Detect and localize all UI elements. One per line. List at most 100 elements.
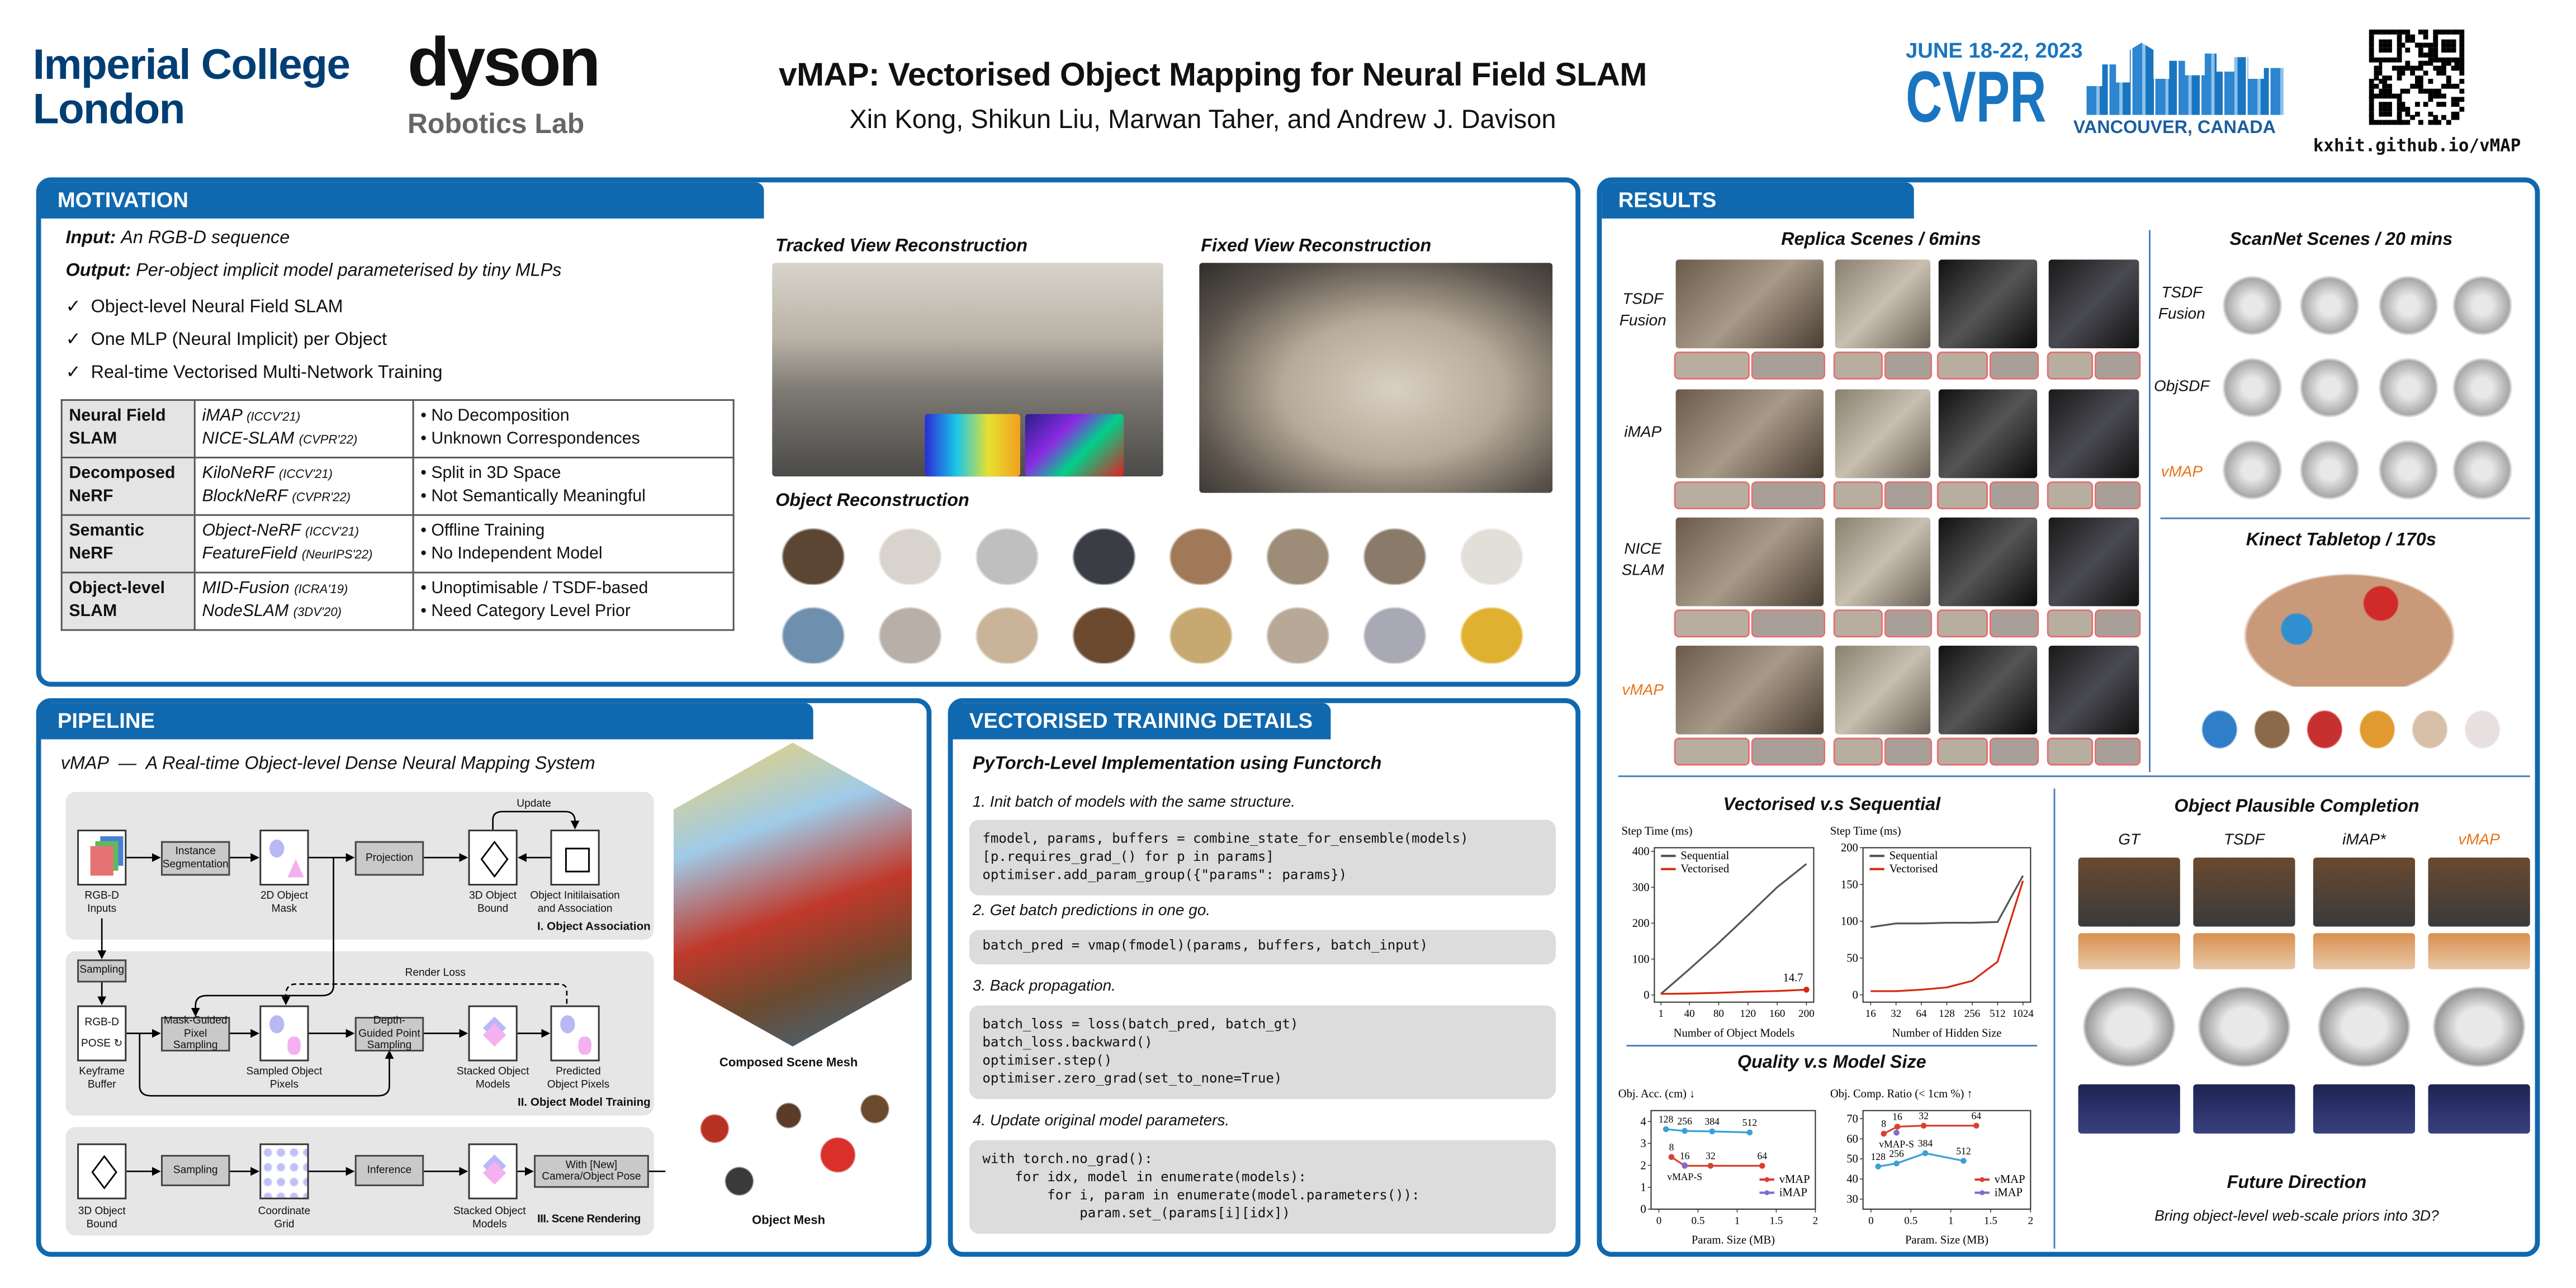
qr-module <box>2373 56 2379 62</box>
kinect-object-image <box>2408 706 2451 752</box>
method-entry: MID-Fusion (ICRA'19) <box>202 578 405 601</box>
qr-module <box>2396 34 2402 39</box>
qr-module <box>2414 79 2419 84</box>
scannet-row-label: vMAP <box>2161 463 2203 482</box>
qr-module <box>2396 39 2402 44</box>
object-mesh-image <box>665 1076 912 1208</box>
qr-module <box>2400 120 2406 125</box>
bounding-box-icon <box>565 847 590 873</box>
keyframe-buffer-node: RGB-D POSE ↻ <box>77 1005 127 1062</box>
qr-module <box>2419 61 2424 67</box>
scannet-mesh-image <box>2374 435 2443 505</box>
replica-zoom-crop <box>1988 609 2039 638</box>
qr-module <box>2400 102 2406 107</box>
qr-module <box>2396 52 2402 58</box>
methods-cell: KiloNeRF (ICCV'21)BlockNeRF (CVPR'22) <box>193 456 414 516</box>
data-point <box>1682 1128 1688 1134</box>
qr-module <box>2450 97 2456 103</box>
scannet-mesh-image <box>2295 353 2364 423</box>
mask-triangle-icon <box>287 859 304 878</box>
completion-image <box>2313 982 2416 1072</box>
qr-module <box>2396 111 2402 116</box>
category-text: Decomposed <box>69 465 176 484</box>
replica-zoom-crop <box>1833 481 1882 510</box>
qr-module <box>2378 65 2383 71</box>
data-point <box>1707 1163 1714 1169</box>
replica-zoom-crop <box>1674 481 1749 510</box>
method-name: iMAP <box>202 407 242 426</box>
replica-title: Replica Scenes / 6mins <box>1781 230 1981 250</box>
replica-zoom-crop <box>1936 737 1987 766</box>
qr-module <box>2419 79 2424 84</box>
x-tick-label: 0 <box>1868 1215 1874 1227</box>
x-tick-label: 32 <box>1891 1008 1901 1020</box>
pixel-blob-icon <box>287 1036 301 1055</box>
stacked-models-label: Stacked Object Models <box>456 1066 529 1090</box>
data-point-label: 256 <box>1889 1148 1904 1159</box>
pipeline-subtitle: vMAP — A Real-time Object-level Dense Ne… <box>60 754 595 774</box>
render-loss-arrow <box>281 983 568 1006</box>
completion-image <box>2313 1084 2416 1134</box>
qr-code[interactable] <box>2369 29 2465 125</box>
scannet-mesh-image <box>2218 271 2287 340</box>
legend-label: iMAP <box>1995 1186 2023 1199</box>
qr-module <box>2460 97 2465 103</box>
replica-row-label: TSDF Fusion <box>1619 291 1666 330</box>
data-point <box>1682 1162 1688 1168</box>
project-url[interactable]: kxhit.github.io/vMAP <box>2313 136 2521 157</box>
qr-module <box>2446 48 2451 53</box>
data-point <box>1920 1123 1927 1129</box>
qr-module <box>2369 56 2374 62</box>
x-tick-label: 1 <box>1948 1215 1954 1227</box>
kinect-object-image <box>2251 706 2294 752</box>
completion-image <box>2078 982 2180 1072</box>
qr-module <box>2419 52 2424 58</box>
3d-object-bound-label: 3D Object Bound <box>78 1206 126 1230</box>
depth-guided-sampling-op: Depth-Guided Point Sampling <box>354 1016 424 1052</box>
replica-zoom-crop <box>1833 609 1882 638</box>
qr-module <box>2423 52 2428 58</box>
x-tick-label: 1024 <box>2012 1008 2034 1020</box>
qr-module <box>2437 93 2442 98</box>
legend-marker <box>1980 1177 1985 1182</box>
kinect-object-image <box>2461 706 2504 752</box>
method-venue: (ICCV'21) <box>278 466 333 482</box>
x-axis-label: Number of Object Models <box>1674 1027 1794 1039</box>
series-line-sequential <box>1871 875 2024 929</box>
qr-module <box>2419 75 2424 80</box>
qr-module <box>2460 56 2465 62</box>
annotation-label: 14.7 <box>1783 972 1803 984</box>
qr-module <box>2405 61 2411 67</box>
replica-scene-image <box>1675 259 1824 349</box>
x-tick-label: 80 <box>1713 1008 1724 1020</box>
pixel-blob-icon <box>578 1036 591 1055</box>
completion-image <box>2193 982 2295 1072</box>
completion-col-tsdf: TSDF <box>2223 831 2265 850</box>
scannet-mesh-image <box>2295 435 2364 505</box>
qr-module <box>2441 70 2447 75</box>
qr-module <box>2396 56 2402 62</box>
divider <box>2148 230 2151 773</box>
qr-module <box>2396 43 2402 48</box>
qr-module <box>2369 84 2374 89</box>
replica-zoom-crop <box>1750 481 1825 510</box>
qr-module <box>2423 43 2428 48</box>
input-label: Input: <box>65 228 116 248</box>
x-tick-label: 16 <box>1865 1008 1876 1020</box>
qr-module <box>2387 84 2392 89</box>
qr-module <box>2414 43 2419 48</box>
qr-module <box>2428 93 2433 98</box>
poster-title: vMAP: Vectorised Object Mapping for Neur… <box>778 57 1647 94</box>
cube-icon <box>480 840 509 878</box>
qr-module <box>2392 29 2397 35</box>
divider <box>1618 775 2530 778</box>
x-tick-label: 1 <box>1658 1008 1664 1020</box>
replica-zoom-crop <box>1988 737 2039 766</box>
data-point <box>1894 1124 1901 1130</box>
qr-module <box>2437 102 2442 107</box>
x-axis-label: Param. Size (MB) <box>1692 1234 1775 1247</box>
series-line-imap <box>1878 1152 1964 1168</box>
